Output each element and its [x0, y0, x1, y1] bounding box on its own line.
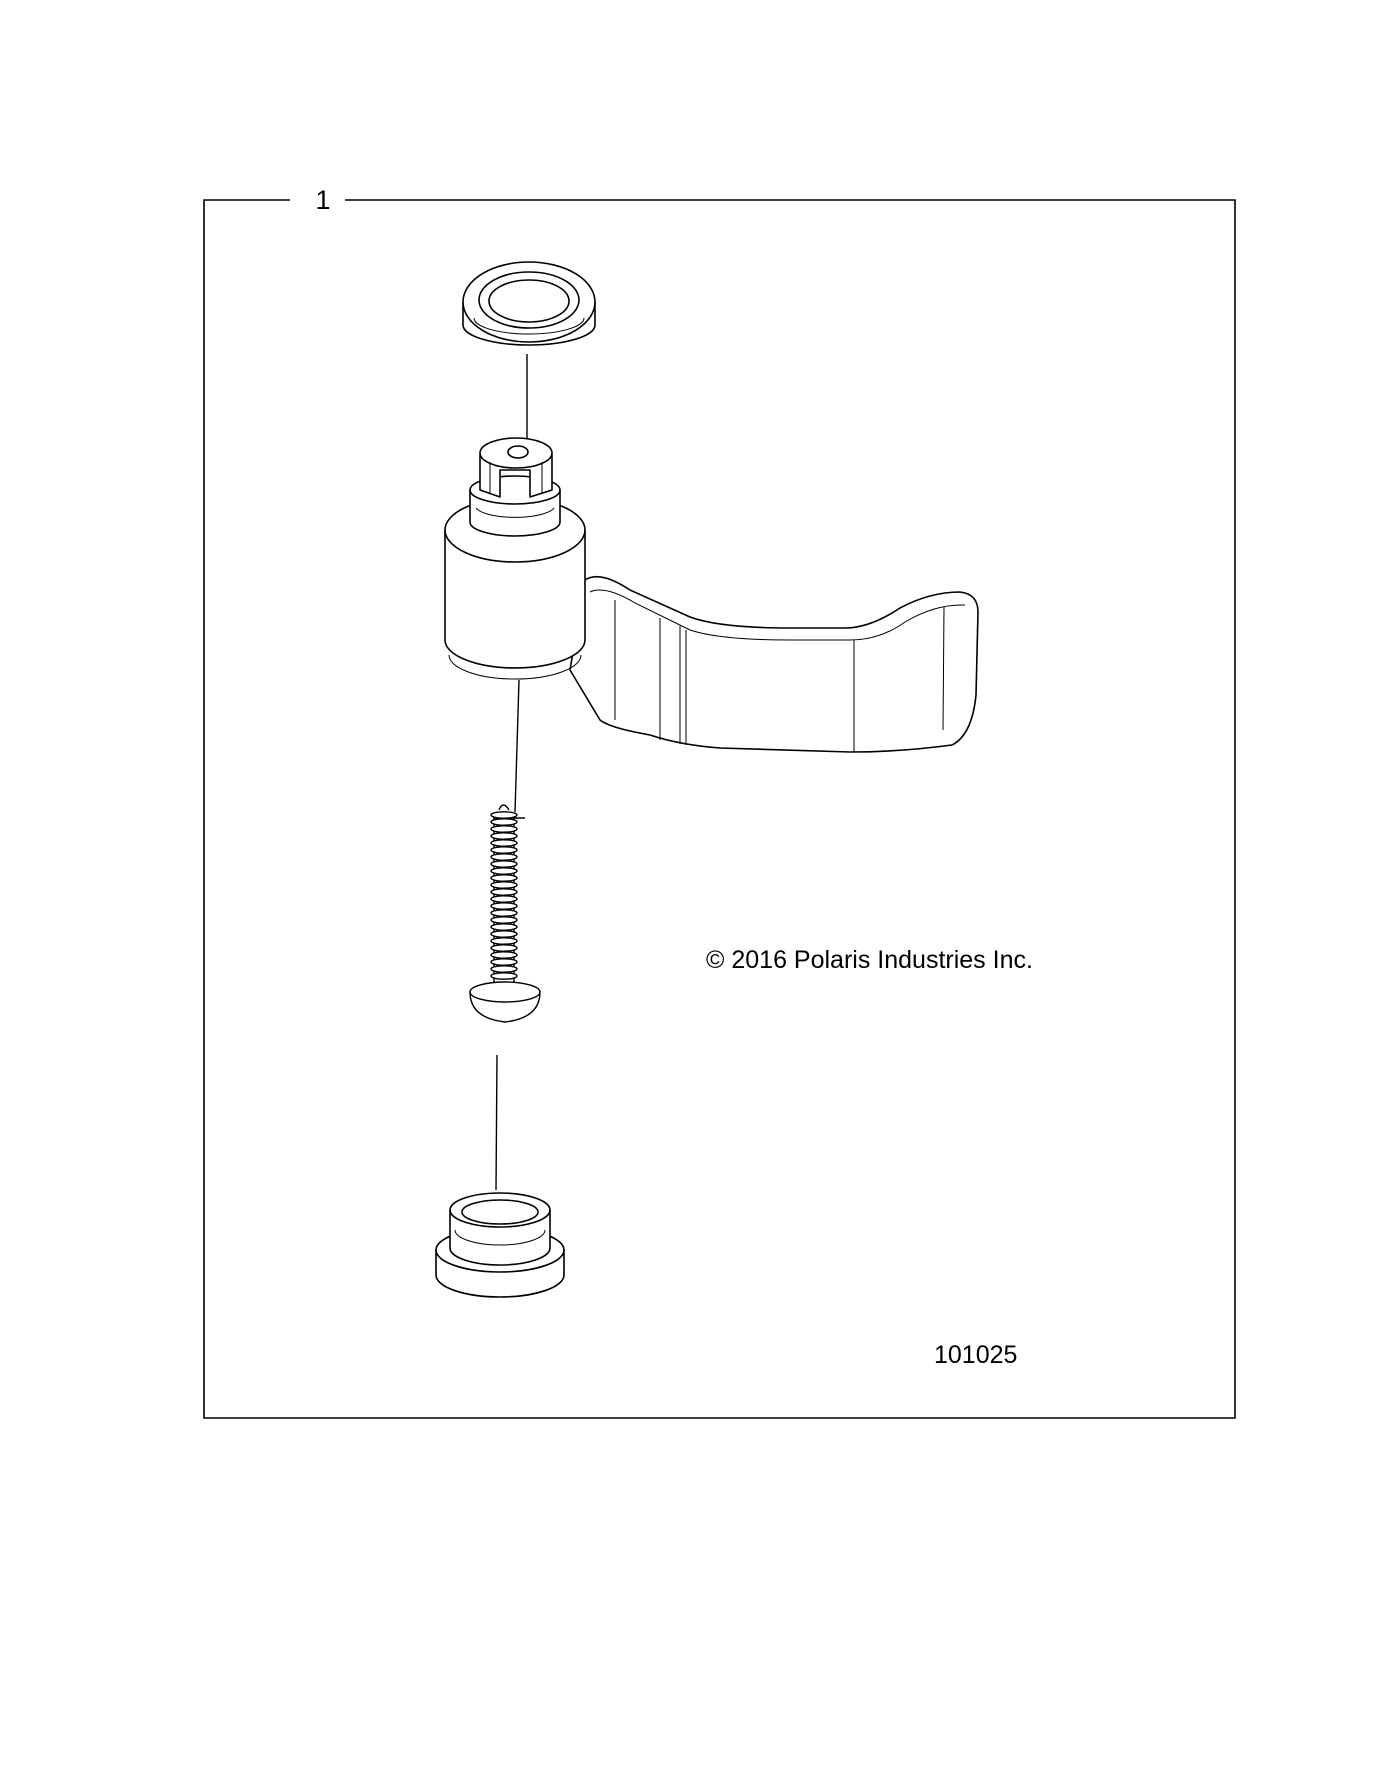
screw-threads	[490, 804, 518, 985]
copyright-text: © 2016 Polaris Industries Inc.	[706, 946, 1033, 974]
callout-number: 1	[315, 185, 330, 215]
figure-number: 101025	[934, 1341, 1017, 1369]
assembly-centerline	[495, 354, 528, 1191]
screw-icon	[469, 804, 541, 1023]
group-frame	[203, 199, 1236, 1419]
lever-handle-icon	[444, 437, 979, 753]
seal-ring-icon	[462, 261, 596, 346]
bushing-cap-icon	[435, 1192, 565, 1298]
